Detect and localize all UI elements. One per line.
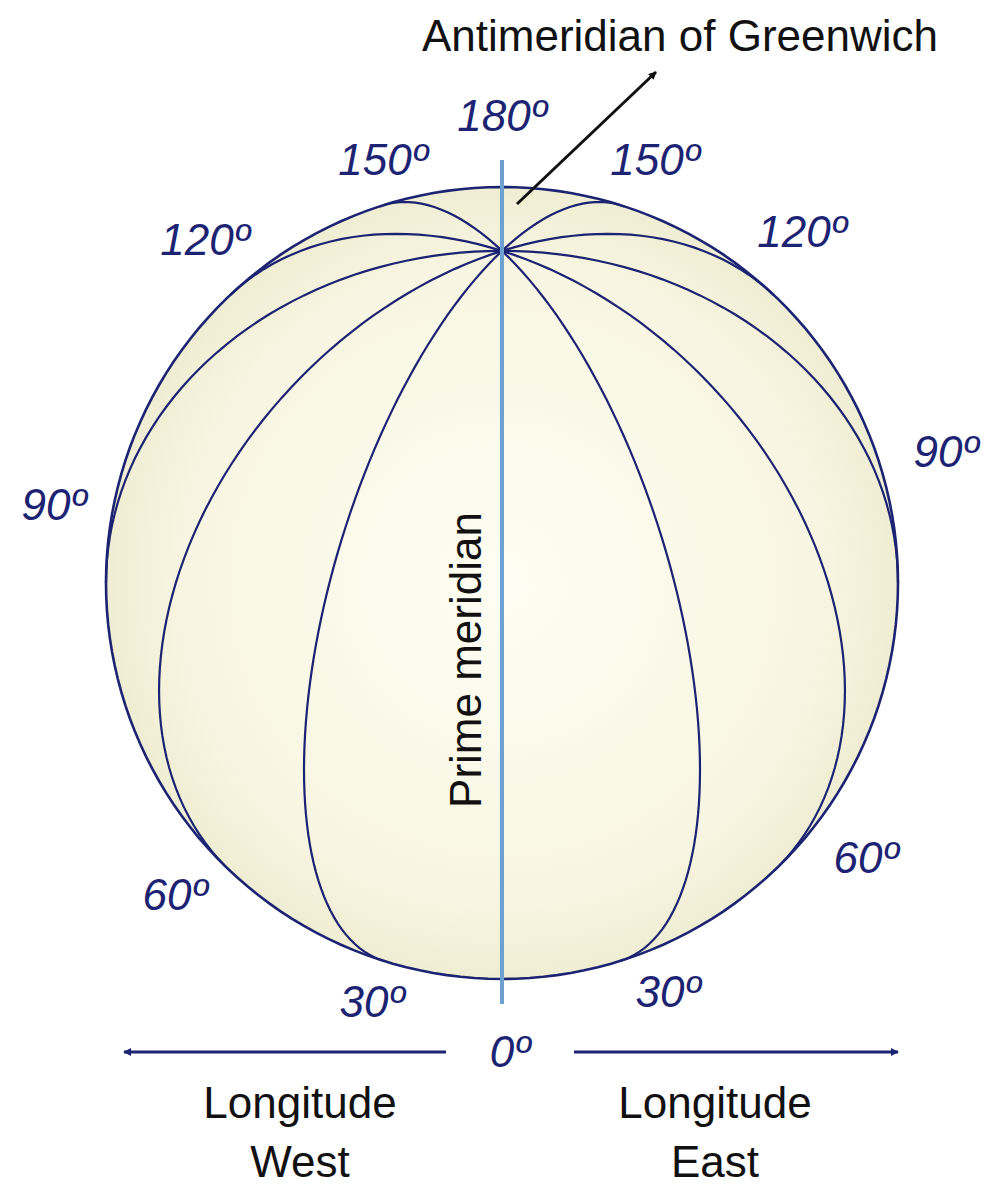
meridian-line bbox=[304, 251, 502, 961]
globe bbox=[106, 72, 898, 1052]
west-arrow bbox=[124, 1051, 446, 1054]
degree-label: 30º bbox=[339, 972, 404, 1031]
degree-label: 90º bbox=[21, 475, 86, 534]
meridian-line bbox=[230, 234, 502, 295]
degree-label: 150º bbox=[610, 130, 699, 189]
degree-label: 90º bbox=[913, 422, 978, 481]
meridian-line bbox=[159, 251, 502, 871]
meridian-line bbox=[502, 251, 700, 961]
direction-label: Longitude East bbox=[590, 1072, 840, 1191]
degree-label: 120º bbox=[757, 202, 846, 261]
meridian-line bbox=[502, 251, 845, 871]
meridian-line bbox=[502, 202, 621, 251]
meridian-line bbox=[383, 202, 502, 251]
degree-label: 30º bbox=[635, 962, 700, 1021]
east-arrow bbox=[574, 1051, 898, 1054]
title-label: Antimeridian of Greenwich bbox=[422, 6, 938, 65]
degree-label: 120º bbox=[160, 210, 249, 269]
prime-meridian-line bbox=[500, 160, 504, 1004]
direction-label: Longitude West bbox=[175, 1072, 425, 1191]
degree-label: 60º bbox=[833, 828, 898, 887]
meridian-line bbox=[502, 251, 898, 583]
meridian-line bbox=[502, 234, 774, 295]
degree-label: 0º bbox=[490, 1022, 531, 1081]
degree-label: 180º bbox=[457, 86, 546, 145]
degree-label: 150º bbox=[338, 130, 427, 189]
axis-label: Prime meridian bbox=[436, 512, 495, 808]
degree-label: 60º bbox=[142, 865, 207, 924]
